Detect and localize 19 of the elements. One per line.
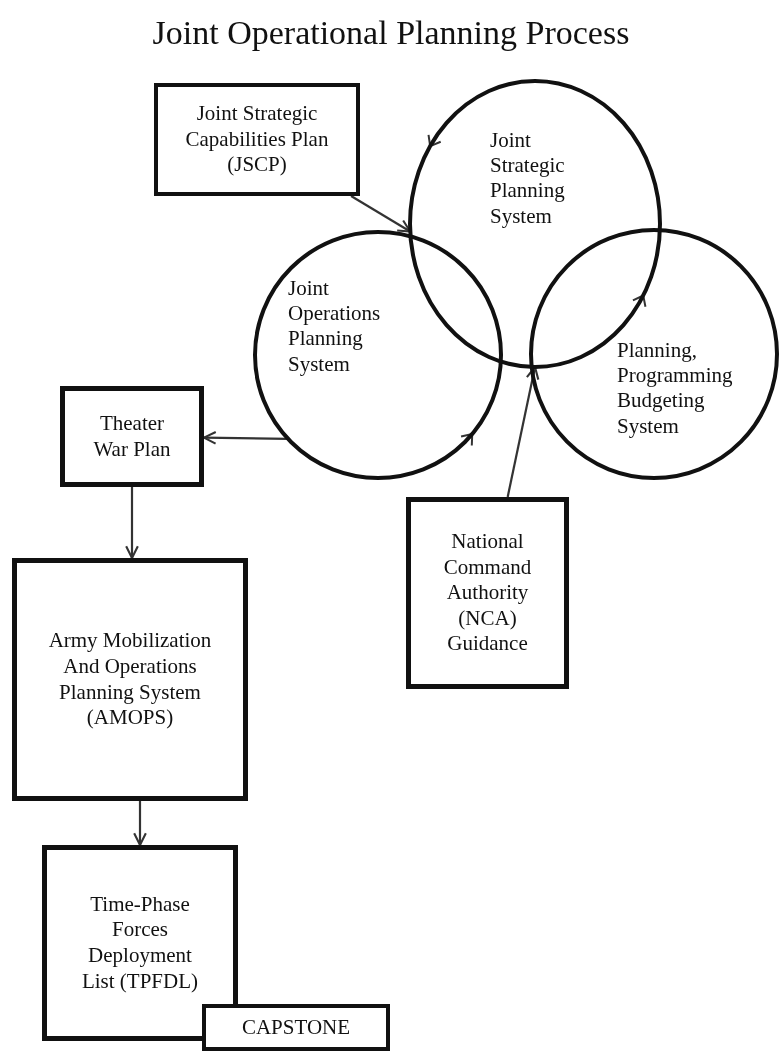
diagram-title: Joint Operational Planning Process (151, 14, 631, 52)
box-text: Army Mobilization And Operations Planning System (AMOPS) (47, 628, 213, 731)
box-text: Joint Strategic Capabilities Plan (JSCP) (184, 101, 330, 178)
process-box (154, 83, 360, 196)
box-text: Time-Phase Forces Deployment List (TPFDL) (80, 891, 200, 995)
process-box (202, 1004, 390, 1051)
circle-label: Planning, Programming Budgeting System (617, 338, 734, 439)
process-box (42, 845, 238, 1041)
arrow (133, 801, 147, 847)
process-box (12, 558, 248, 801)
arrow (125, 487, 139, 560)
circle-label: Joint Strategic Planning System (490, 128, 566, 229)
circle-label: Joint Operations Planning System (288, 276, 382, 377)
process-box (406, 497, 569, 689)
process-box (60, 386, 204, 487)
arrow (202, 430, 289, 445)
box-text: CAPSTONE (240, 1014, 352, 1041)
box-text: Theater War Plan (92, 410, 172, 463)
box-text: National Command Authority (NCA) Guidance (442, 528, 533, 657)
